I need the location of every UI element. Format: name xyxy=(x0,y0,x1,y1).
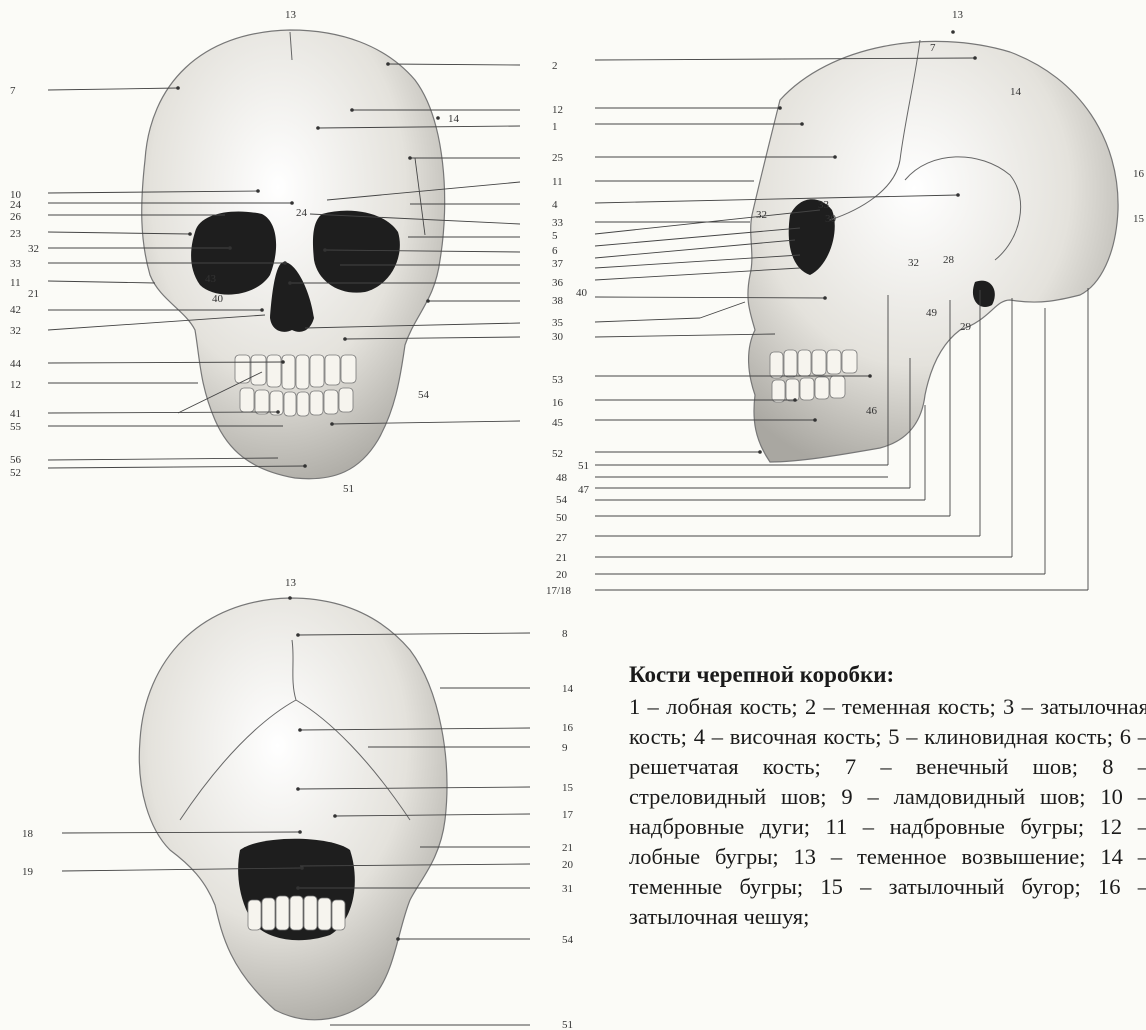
back-label: 17 xyxy=(562,809,574,821)
side-label: 15 xyxy=(1133,213,1145,225)
front-label: 7 xyxy=(10,85,16,97)
front-label: 24 xyxy=(296,207,308,219)
back-label: 31 xyxy=(562,883,573,895)
side-label: 20 xyxy=(556,569,568,581)
front-label: 12 xyxy=(10,379,21,391)
front-label: 6 xyxy=(552,245,558,257)
side-label: 47 xyxy=(578,484,590,496)
side-label: 7 xyxy=(930,42,936,54)
front-label: 44 xyxy=(10,358,22,370)
side-left-labels: 40 xyxy=(576,287,588,299)
side-label: 29 xyxy=(960,321,972,333)
back-label: 20 xyxy=(562,859,574,871)
front-label: 33 xyxy=(552,217,564,229)
front-label: 40 xyxy=(212,293,224,305)
side-skull-illustration xyxy=(748,40,1118,462)
back-label: 51 xyxy=(562,1019,573,1030)
front-label: 33 xyxy=(10,258,22,270)
front-label: 16 xyxy=(552,397,564,409)
front-label: 51 xyxy=(343,483,354,495)
side-label: 16 xyxy=(1133,168,1145,180)
front-label: 41 xyxy=(10,408,21,420)
side-label: 32 xyxy=(756,209,767,221)
back-label: 8 xyxy=(562,628,568,640)
legend-text: 1 – лобная кость; 2 – теменная кость; 3 … xyxy=(629,692,1146,932)
side-label: 17/18 xyxy=(546,585,572,597)
front-label: 30 xyxy=(552,331,564,343)
front-label: 53 xyxy=(552,374,564,386)
side-label: 54 xyxy=(556,494,568,506)
front-label: 2 xyxy=(552,60,558,72)
front-label: 35 xyxy=(552,317,564,329)
back-label: 21 xyxy=(562,842,573,854)
front-label: 11 xyxy=(10,277,21,289)
side-label: 48 xyxy=(556,472,568,484)
front-label: 54 xyxy=(418,389,430,401)
front-label: 38 xyxy=(552,295,564,307)
side-label: 46 xyxy=(866,405,878,417)
side-label: 33 xyxy=(818,199,830,211)
back-label: 18 xyxy=(22,828,34,840)
front-label: 24 xyxy=(10,199,22,211)
front-label: 32 xyxy=(10,325,21,337)
back-label: 15 xyxy=(562,782,574,794)
back-label: 13 xyxy=(285,577,297,589)
back-label: 19 xyxy=(22,866,34,878)
front-label: 13 xyxy=(285,9,297,21)
side-label: 32 xyxy=(908,257,919,269)
front-left-labels: 7 10 24 26 23 32 33 11 21 42 32 44 12 41… xyxy=(10,85,39,479)
front-label: 25 xyxy=(552,152,564,164)
front-label: 4 xyxy=(552,199,558,211)
side-label: 13 xyxy=(952,9,964,21)
front-label: 37 xyxy=(552,258,564,270)
front-label: 42 xyxy=(10,304,21,316)
back-label: 14 xyxy=(562,683,574,695)
front-label: 55 xyxy=(10,421,22,433)
front-label: 52 xyxy=(10,467,21,479)
back-skull-illustration xyxy=(139,598,447,1020)
side-label: 30 xyxy=(825,213,837,225)
back-label: 16 xyxy=(562,722,574,734)
front-label: 43 xyxy=(205,273,217,285)
side-label: 27 xyxy=(556,532,568,544)
front-skull-illustration xyxy=(142,30,445,479)
side-label: 50 xyxy=(556,512,568,524)
front-label: 52 xyxy=(552,448,563,460)
side-label: 49 xyxy=(926,307,938,319)
side-label: 51 xyxy=(578,460,589,472)
front-label: 32 xyxy=(28,243,39,255)
side-label: 40 xyxy=(576,287,588,299)
front-label: 14 xyxy=(448,113,460,125)
side-label: 14 xyxy=(1010,86,1022,98)
legend-title: Кости черепной коробки: xyxy=(629,660,1146,690)
front-right-labels: 2 12 1 25 11 4 33 5 6 37 36 38 35 30 53 … xyxy=(552,60,564,460)
front-label: 56 xyxy=(10,454,22,466)
front-label: 21 xyxy=(28,288,39,300)
front-label: 26 xyxy=(10,211,22,223)
side-label: 21 xyxy=(556,552,567,564)
front-label: 45 xyxy=(552,417,564,429)
legend-box: Кости черепной коробки: 1 – лобная кость… xyxy=(629,660,1146,932)
side-label: 28 xyxy=(943,254,955,266)
front-label: 23 xyxy=(10,228,22,240)
back-label: 9 xyxy=(562,742,568,754)
front-label: 1 xyxy=(552,121,558,133)
front-label: 36 xyxy=(552,277,564,289)
back-label: 54 xyxy=(562,934,574,946)
front-label: 11 xyxy=(552,176,563,188)
side-bottom-labels: 51 48 47 54 50 27 21 20 17/18 xyxy=(546,460,590,597)
front-label: 12 xyxy=(552,104,563,116)
front-label: 5 xyxy=(552,230,558,242)
